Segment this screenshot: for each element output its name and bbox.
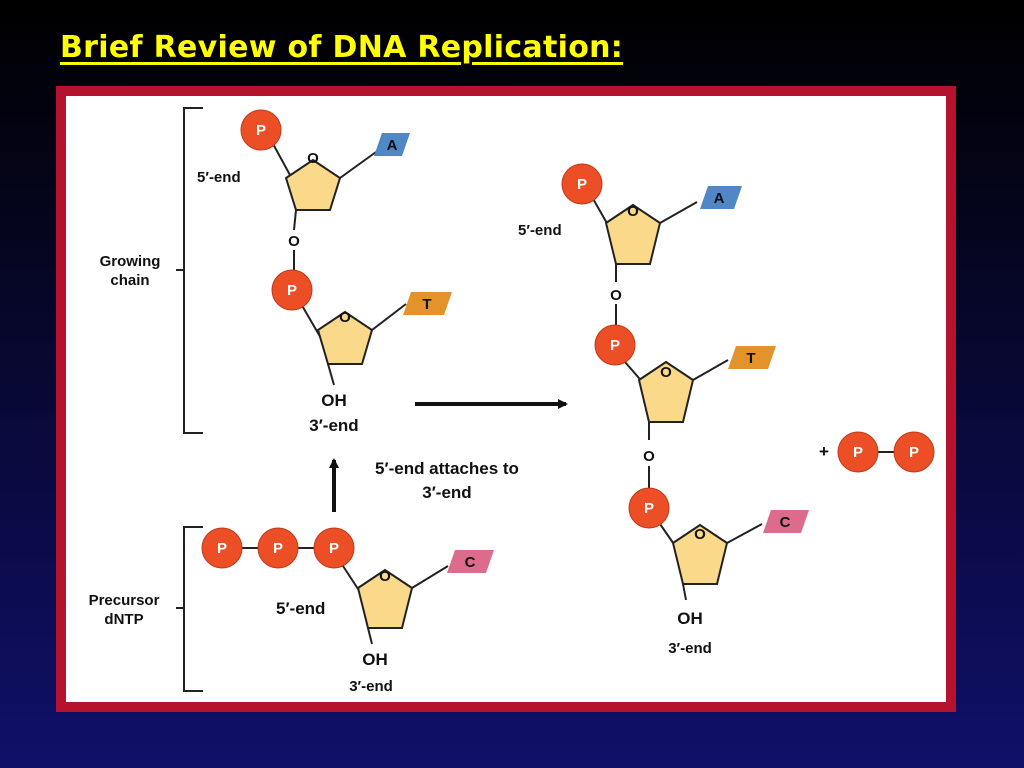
phosphate-label: P bbox=[909, 444, 919, 461]
phosphate-label: P bbox=[287, 282, 297, 299]
growing-chain-bracket bbox=[176, 107, 203, 434]
base-a-tag bbox=[700, 186, 742, 209]
phosphate-icon bbox=[201, 527, 243, 569]
growing-chain-label-line1: Growing bbox=[100, 253, 161, 270]
base-t-tag bbox=[728, 346, 776, 369]
linking-oxygen-label: O bbox=[288, 233, 300, 250]
attach-note-line2: 3′-end bbox=[422, 483, 471, 502]
phosphate-label: P bbox=[256, 122, 266, 139]
phosphate-icon bbox=[257, 527, 299, 569]
ring-oxygen-label: O bbox=[627, 203, 639, 220]
plus-sign: + bbox=[819, 442, 829, 461]
phosphate-icon bbox=[893, 431, 935, 473]
slide-title: Brief Review of DNA Replication: bbox=[60, 30, 624, 65]
phosphate-icon bbox=[594, 324, 636, 366]
deoxyribose-sugar bbox=[316, 310, 374, 365]
pyrophosphate-product: + P P bbox=[819, 431, 935, 473]
ring-oxygen-label: O bbox=[660, 364, 672, 381]
phosphate-label: P bbox=[217, 540, 227, 557]
right-nucleotide-a: O A P 5′-end O bbox=[518, 163, 742, 326]
base-c-label: C bbox=[465, 554, 476, 571]
right-nucleotide-c: O C P OH 3′-end bbox=[628, 487, 809, 657]
three-end-label: 3′-end bbox=[349, 678, 393, 695]
phosphate-icon bbox=[240, 109, 282, 151]
linking-oxygen-label: O bbox=[643, 448, 655, 465]
growing-chain-label-line2: chain bbox=[110, 272, 149, 289]
deoxyribose-sugar bbox=[637, 360, 695, 423]
ring-oxygen-label: O bbox=[339, 309, 351, 326]
three-end-label: 3′-end bbox=[668, 640, 712, 657]
base-a-label: A bbox=[714, 190, 725, 207]
attach-note-line1: 5′-end attaches to bbox=[375, 459, 519, 478]
phosphate-label: P bbox=[273, 540, 283, 557]
hydroxyl-label: OH bbox=[362, 650, 388, 669]
linking-oxygen-label: O bbox=[610, 287, 622, 304]
right-nucleotide-t: O T P O bbox=[594, 324, 776, 488]
base-t-label: T bbox=[422, 296, 431, 313]
base-c-tag bbox=[763, 510, 809, 533]
base-c-label: C bbox=[780, 514, 791, 531]
precursor-label-line2: dNTP bbox=[104, 611, 143, 628]
hydroxyl-label: OH bbox=[677, 609, 703, 628]
precursor-bracket bbox=[176, 526, 203, 692]
base-t-tag bbox=[403, 292, 452, 315]
deoxyribose-sugar bbox=[284, 158, 342, 211]
deoxyribose-sugar bbox=[671, 523, 729, 585]
deoxyribose-sugar bbox=[604, 203, 662, 265]
base-t-label: T bbox=[746, 350, 755, 367]
three-end-label: 3′-end bbox=[309, 416, 358, 435]
ring-oxygen-label: O bbox=[694, 526, 706, 543]
left-nucleotide-a: O A P 5′-end O bbox=[197, 109, 410, 272]
base-c-tag bbox=[447, 550, 494, 573]
base-a-tag bbox=[374, 133, 410, 156]
hydroxyl-label: OH bbox=[321, 391, 347, 410]
phosphate-icon bbox=[628, 487, 670, 529]
deoxyribose-sugar bbox=[356, 568, 414, 629]
phosphate-icon bbox=[313, 527, 355, 569]
base-a-label: A bbox=[387, 137, 398, 154]
phosphate-label: P bbox=[329, 540, 339, 557]
five-end-label: 5′-end bbox=[518, 222, 562, 239]
precursor-dntp: P P P O C 5′-end OH 3′-end bbox=[201, 527, 494, 695]
phosphate-icon bbox=[561, 163, 603, 205]
phosphate-label: P bbox=[577, 176, 587, 193]
phosphate-icon bbox=[271, 269, 313, 311]
phosphate-label: P bbox=[644, 500, 654, 517]
phosphate-label: P bbox=[853, 444, 863, 461]
phosphate-icon bbox=[837, 431, 879, 473]
left-nucleotide-t: O T P OH 3′-end bbox=[271, 269, 452, 435]
precursor-label-line1: Precursor bbox=[89, 592, 160, 609]
ring-oxygen-label: O bbox=[307, 150, 319, 167]
five-end-label: 5′-end bbox=[197, 169, 241, 186]
ring-oxygen-label: O bbox=[379, 568, 391, 585]
phosphate-label: P bbox=[610, 337, 620, 354]
diagram-panel bbox=[66, 96, 946, 702]
five-end-label: 5′-end bbox=[276, 599, 325, 618]
